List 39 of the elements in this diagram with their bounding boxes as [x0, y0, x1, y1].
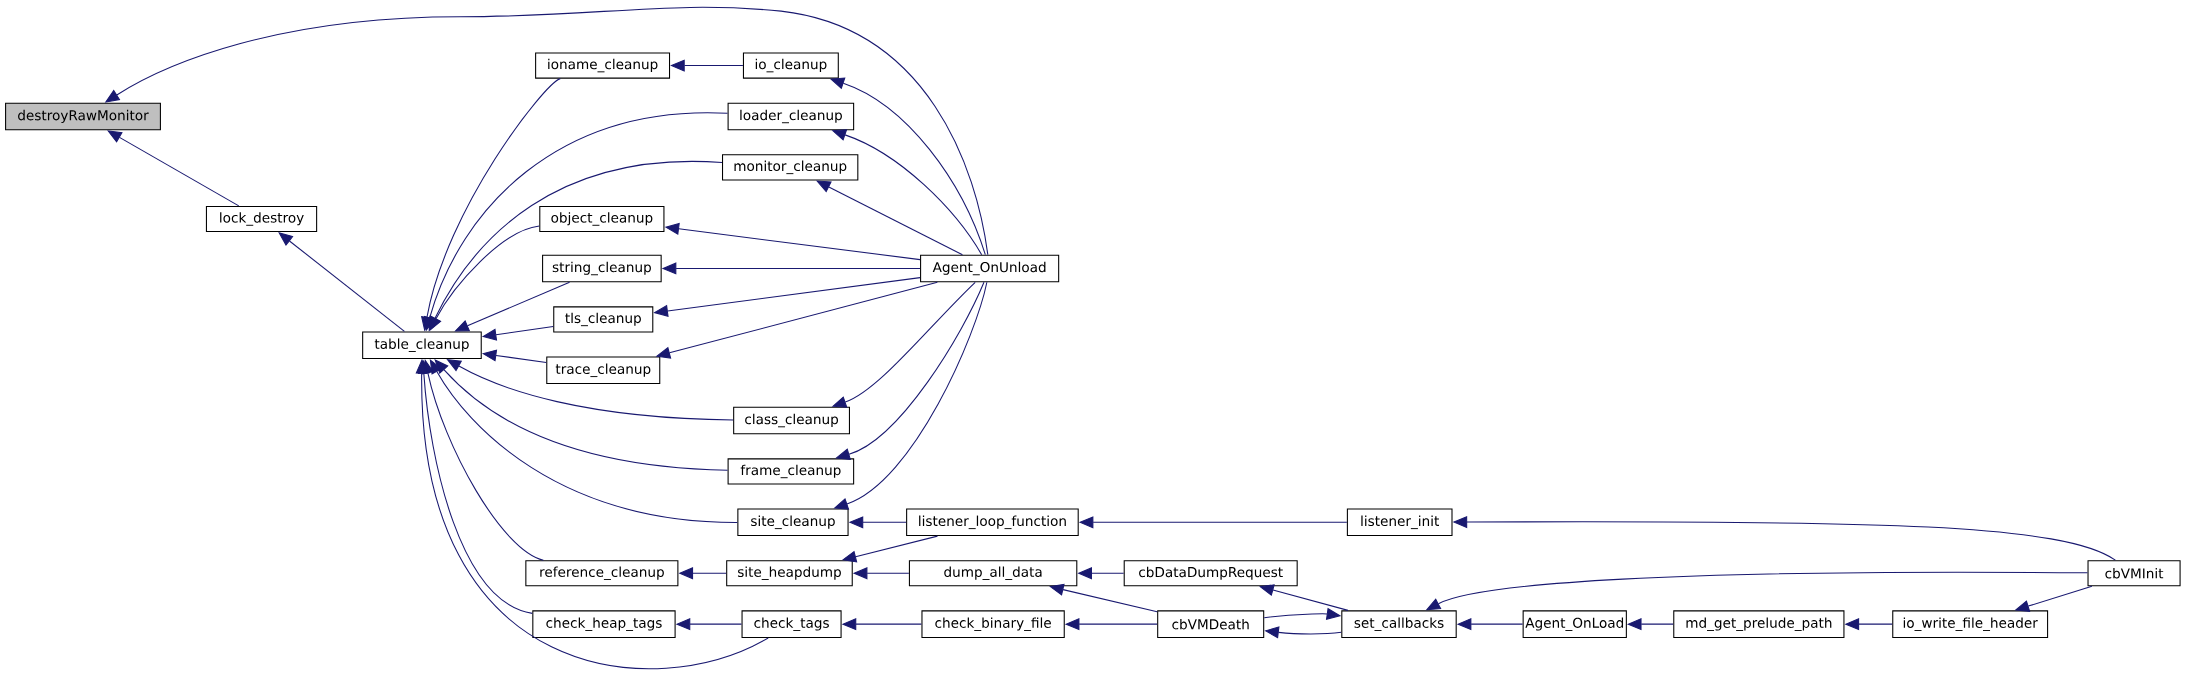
- function-box: Agent_OnLoad: [1522, 610, 1627, 638]
- function-box: cbVMInit: [2087, 560, 2181, 587]
- function-box: set_callbacks: [1341, 610, 1457, 638]
- function-box: io_cleanup: [742, 52, 839, 79]
- function-box: check_binary_file: [921, 610, 1065, 638]
- arrow: [670, 59, 744, 72]
- function-box: trace_cleanup: [546, 356, 661, 385]
- arrow: [816, 180, 963, 256]
- function-box: cbDataDumpRequest: [1123, 560, 1298, 587]
- function-box: loader_cleanup: [727, 102, 855, 131]
- function-box: site_cleanup: [737, 508, 849, 537]
- function-box: lock_destroy: [205, 205, 318, 233]
- function-box: listener_loop_function: [906, 508, 1079, 537]
- function-box: reference_cleanup: [525, 560, 679, 587]
- function-box: Agent_OnUnload: [920, 254, 1060, 283]
- arrow: [1259, 584, 1349, 611]
- function-box: md_get_prelude_path: [1673, 610, 1845, 638]
- arrow: [415, 359, 769, 669]
- function-box: listener_init: [1346, 508, 1453, 537]
- function-box: site_heapdump: [726, 560, 853, 587]
- function-box: class_cleanup: [733, 406, 850, 435]
- arrow: [278, 232, 405, 332]
- function-box: monitor_cleanup: [722, 154, 859, 181]
- function-box: dump_all_data: [908, 560, 1078, 587]
- arrow: [1049, 583, 1158, 613]
- arrow: [429, 359, 738, 524]
- function-box: destroyRawMonitor: [5, 102, 161, 131]
- function-box: ioname_cleanup: [535, 52, 671, 79]
- function-box: cbVMDeath: [1157, 610, 1265, 638]
- arrow: [434, 359, 729, 471]
- function-box: frame_cleanup: [727, 458, 855, 485]
- function-box: check_heap_tags: [532, 610, 676, 638]
- function-box: table_cleanup: [362, 331, 482, 359]
- arrow: [107, 130, 240, 207]
- function-box: check_tags: [741, 610, 842, 638]
- function-box: io_write_file_header: [1892, 610, 2049, 638]
- function-box: tls_cleanup: [553, 306, 654, 333]
- function-box: string_cleanup: [542, 254, 662, 283]
- function-box: object_cleanup: [539, 205, 665, 233]
